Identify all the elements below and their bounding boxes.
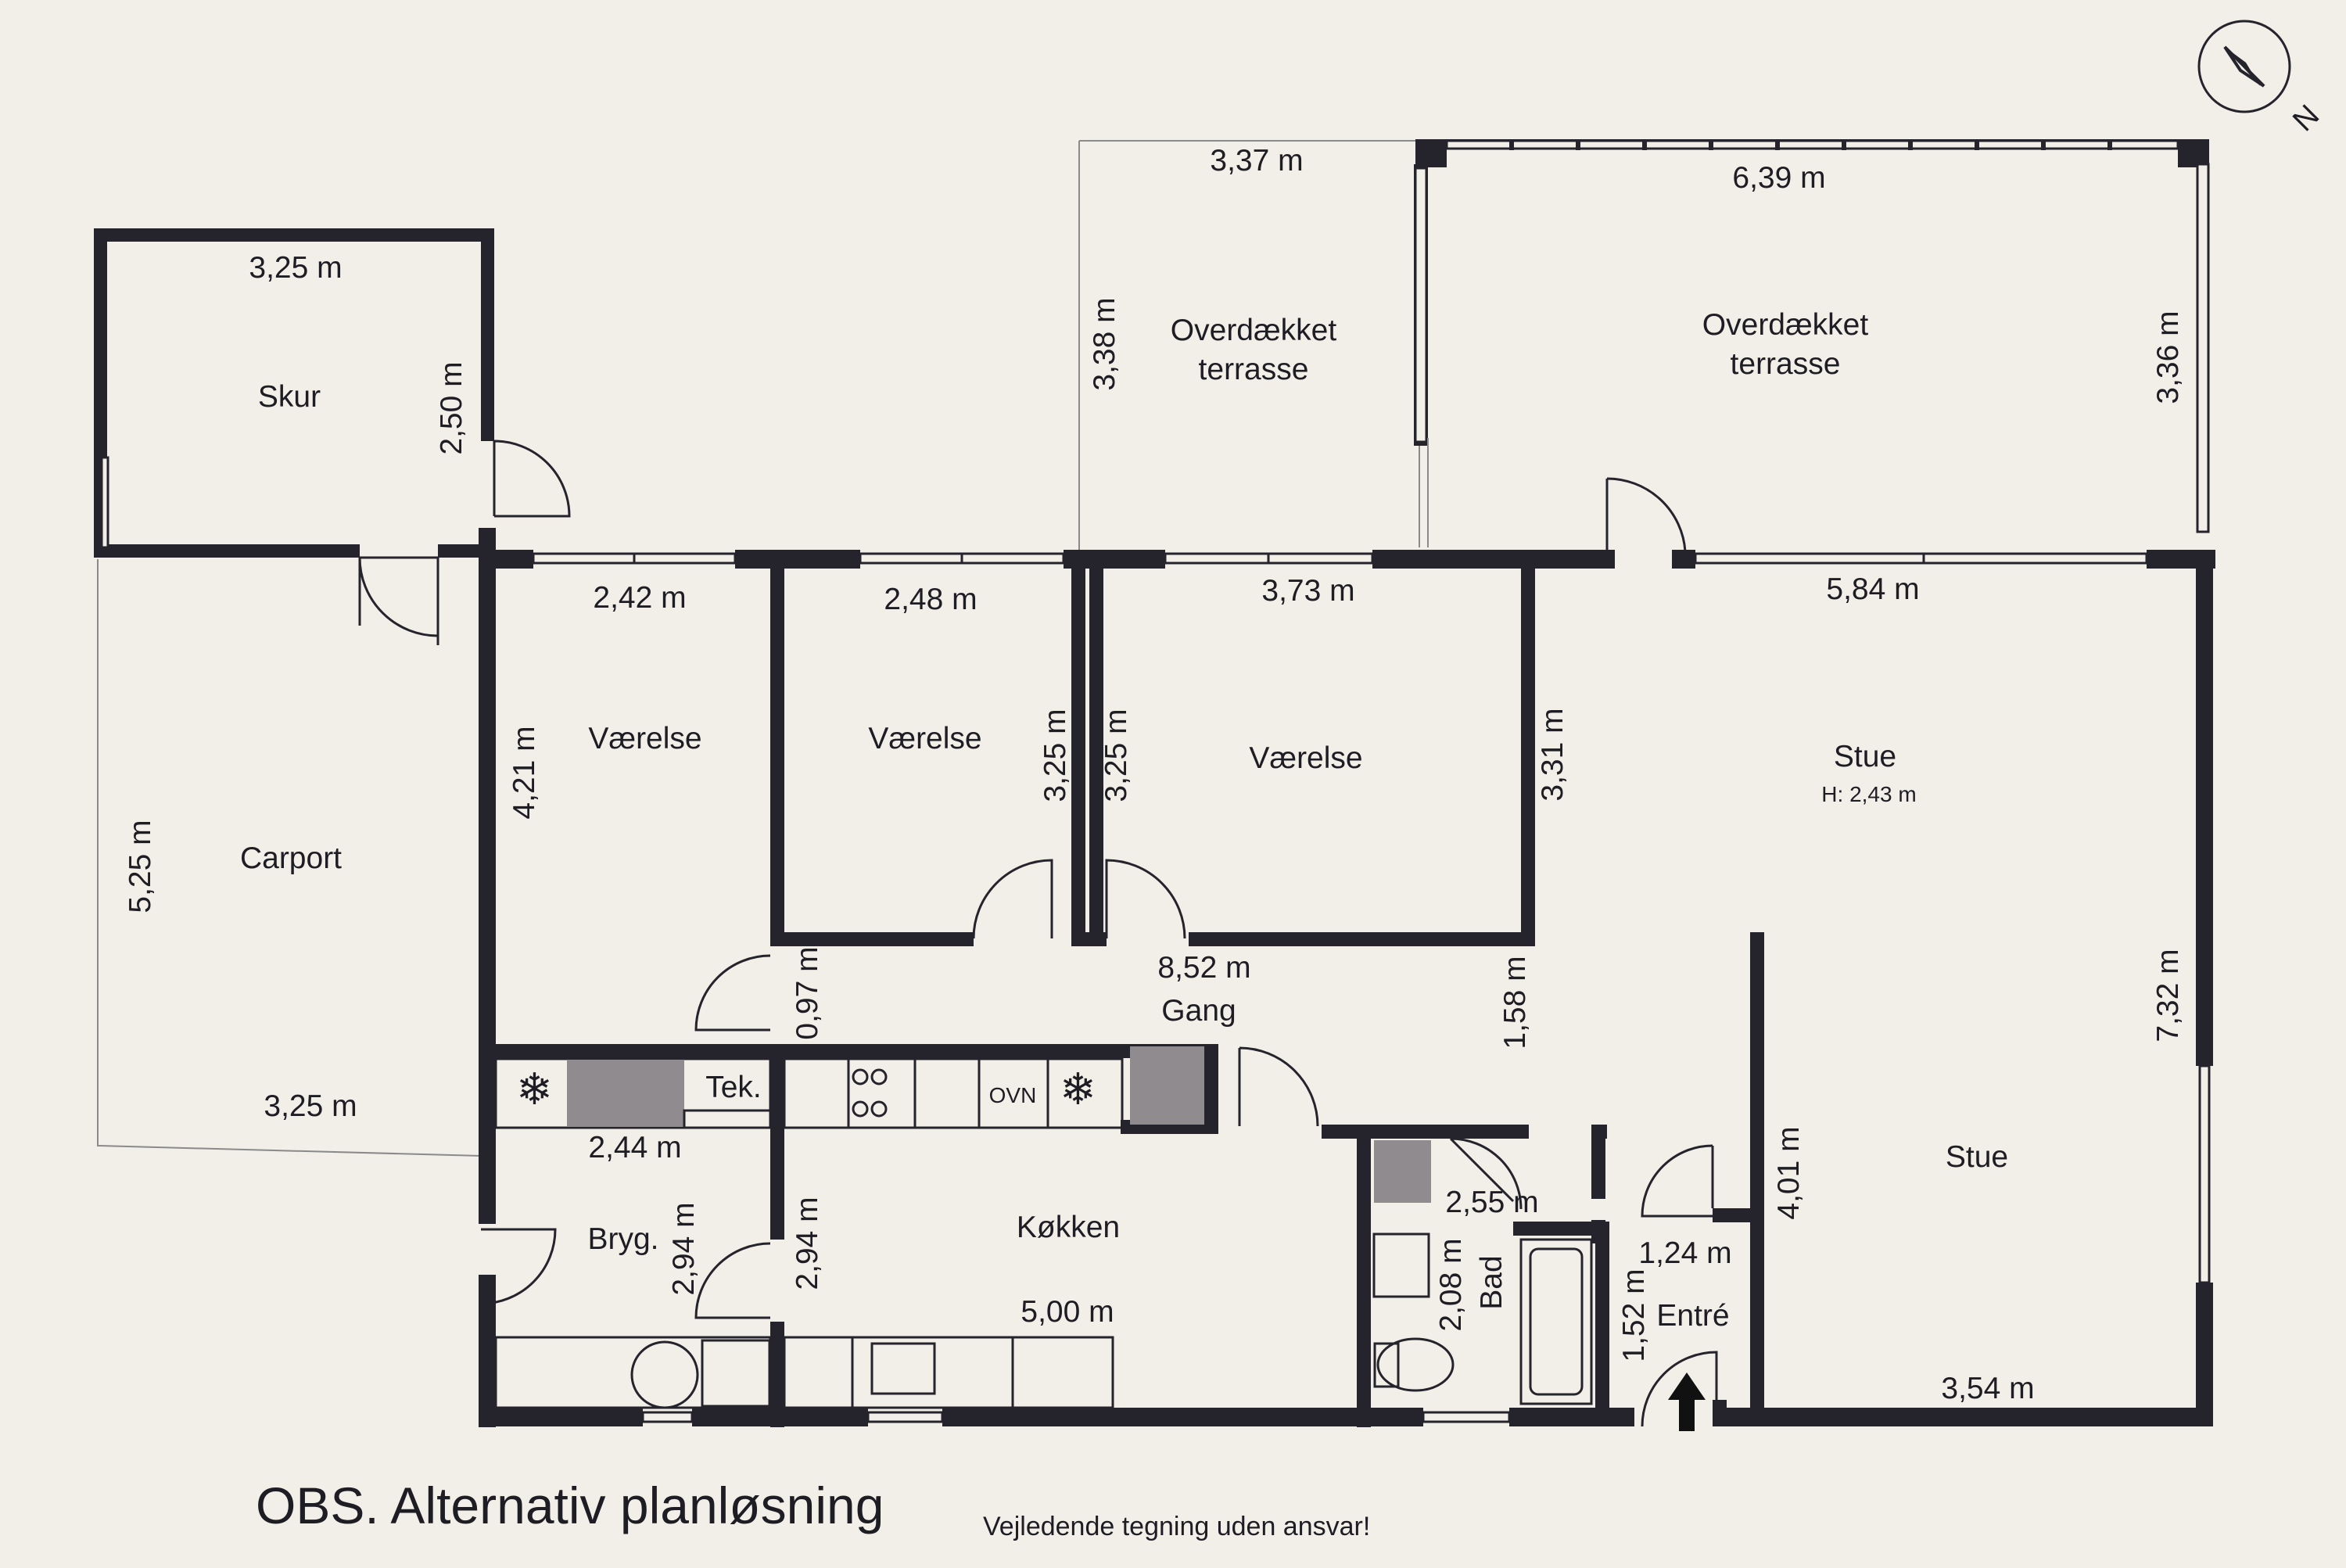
dim-vaerelse3-width: 3,73 m	[1261, 574, 1354, 608]
dim-stue-width-bottom: 3,54 m	[1941, 1372, 2034, 1405]
room-bad: Bad	[1475, 1255, 1508, 1309]
entrance-arrow-icon	[1668, 1372, 1706, 1431]
freezer-icon: ❄	[516, 1064, 553, 1114]
dim-vaerelse3-depth-left: 3,25 m	[1099, 709, 1133, 802]
dim-vaerelse2-depth: 3,25 m	[1038, 709, 1072, 802]
room-carport: Carport	[240, 841, 342, 875]
dim-koekken-depth: 2,94 m	[791, 1197, 824, 1290]
dim-entre-depth: 1,52 m	[1617, 1268, 1651, 1362]
dim-gang-depth-left: 0,97 m	[791, 946, 824, 1039]
room-stue-lower: Stue	[1946, 1140, 2008, 1174]
room-terrasse-right-2: terrasse	[1731, 347, 1841, 381]
dim-terrasse-right-depth: 3,36 m	[2151, 310, 2185, 404]
room-bryg: Bryg.	[587, 1222, 658, 1256]
dim-bryg-depth: 2,94 m	[667, 1202, 701, 1295]
room-vaerelse-2: Værelse	[868, 722, 981, 755]
window-mullion	[1908, 139, 1913, 150]
dim-koekken-width: 5,00 m	[1021, 1295, 1114, 1329]
dim-vaerelse1-width: 2,42 m	[593, 581, 686, 615]
room-ovn: OVN	[989, 1083, 1037, 1107]
compass-icon	[2197, 20, 2291, 113]
room-vaerelse-3: Værelse	[1249, 741, 1362, 775]
compass-label: N	[2287, 99, 2326, 138]
window-mullion	[1842, 139, 1846, 150]
room-vaerelse-1: Værelse	[588, 722, 701, 755]
window-mullion	[1642, 139, 1647, 150]
shed-walls	[94, 228, 494, 558]
disclaimer: Vejledende tegning uden ansvar!	[983, 1512, 1370, 1541]
dim-vaerelse3-depth-right: 3,31 m	[1536, 708, 1569, 801]
dim-stue-depth: 7,32 m	[2151, 949, 2185, 1042]
dim-vaerelse1-depth: 4,21 m	[508, 726, 541, 819]
dim-stue-width-top: 5,84 m	[1826, 572, 1919, 606]
window-mullion	[1775, 139, 1780, 150]
doors	[358, 440, 1718, 1427]
room-skur: Skur	[258, 380, 321, 414]
window-mullion	[1509, 139, 1514, 150]
room-gang: Gang	[1161, 994, 1236, 1028]
dim-carport-width: 3,25 m	[264, 1089, 357, 1123]
room-labels: Skur Carport Værelse Værelse Værelse Ove…	[240, 308, 2008, 1333]
dim-gang-depth-right: 1,58 m	[1498, 956, 1532, 1049]
dim-terrasse-left-depth: 3,38 m	[1088, 297, 1121, 390]
room-stue-upper: Stue	[1834, 740, 1896, 773]
dim-entre-width: 1,24 m	[1638, 1236, 1731, 1270]
room-koekken: Køkken	[1017, 1211, 1120, 1244]
room-entre: Entré	[1656, 1299, 1729, 1333]
room-terrasse-left-1: Overdækket	[1171, 314, 1337, 347]
dim-terrasse-right-width: 6,39 m	[1732, 161, 1825, 195]
room-terrasse-left-2: terrasse	[1199, 353, 1309, 386]
dim-bryg-width: 2,44 m	[588, 1131, 681, 1164]
fixtures	[494, 1046, 1593, 1409]
dim-bad-depth: 2,08 m	[1434, 1238, 1468, 1331]
window-mullion	[1975, 139, 1979, 150]
window-mullion	[1576, 139, 1580, 150]
dim-carport-depth: 5,25 m	[124, 820, 157, 913]
dim-bad-width: 2,55 m	[1445, 1186, 1538, 1219]
terrace-right-walls	[1414, 139, 2210, 547]
room-terrasse-right-1: Overdækket	[1702, 308, 1869, 342]
house-walls	[479, 528, 2215, 1427]
dim-gang-length: 8,52 m	[1157, 951, 1250, 985]
dim-terrasse-left-width: 3,37 m	[1210, 144, 1303, 178]
window-mullion	[1709, 139, 1713, 150]
window-mullion	[2041, 139, 2046, 150]
page-title: OBS. Alternativ planløsning	[256, 1477, 884, 1534]
room-tek: Tek.	[705, 1071, 762, 1104]
dim-skur-depth: 2,50 m	[435, 361, 468, 454]
fridge-icon: ❄	[1060, 1064, 1096, 1114]
window-mullions-top	[1509, 139, 2112, 150]
room-stue-height: H: 2,43 m	[1821, 782, 1916, 806]
dim-stue-lower-depth: 4,01 m	[1772, 1126, 1806, 1219]
dimension-labels: 3,25 m 2,50 m 5,25 m 3,25 m 3,37 m 3,38 …	[124, 144, 2185, 1405]
windows	[100, 456, 2211, 1423]
window-mullion	[2107, 139, 2112, 150]
dim-vaerelse2-width: 2,48 m	[884, 583, 977, 616]
dim-skur-width: 3,25 m	[249, 251, 342, 285]
